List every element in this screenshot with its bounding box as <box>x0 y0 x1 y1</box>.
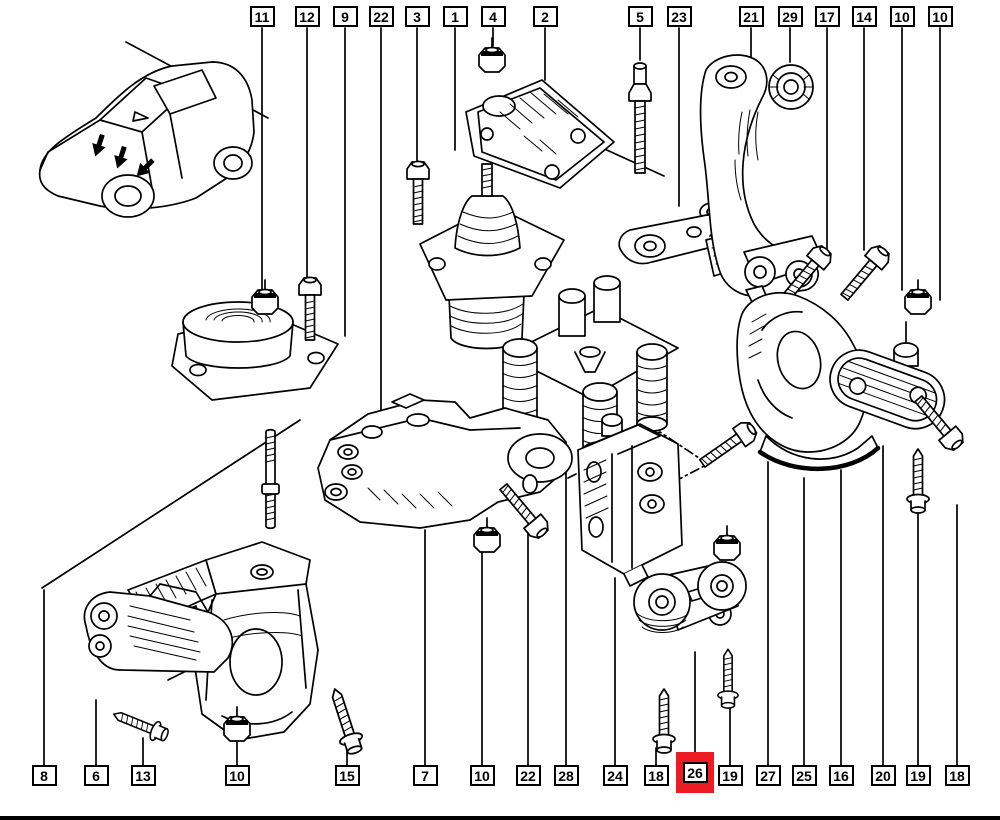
callout-number: 1 <box>451 8 459 25</box>
callout-box: 12 <box>294 6 320 27</box>
callout-box: 19 <box>905 765 931 786</box>
callout-number: 9 <box>341 8 349 25</box>
callout-number: 18 <box>648 767 664 784</box>
hydraulic-mount <box>577 413 683 587</box>
callout-box: 27 <box>755 765 781 786</box>
callout-box: 7 <box>412 765 438 786</box>
callout-number: 16 <box>833 767 849 784</box>
callout-box: 23 <box>666 6 692 27</box>
callout-box: 6 <box>83 765 109 786</box>
callout-box: 13 <box>130 765 156 786</box>
engine-mount <box>419 163 565 350</box>
callout-box: 2 <box>532 6 558 27</box>
callout-box: 24 <box>602 765 628 786</box>
callout-number: 28 <box>558 767 574 784</box>
callout-number: 22 <box>373 8 389 25</box>
callout-number: 22 <box>520 767 536 784</box>
callout-box: 3 <box>404 6 430 27</box>
callout-number: 15 <box>339 767 355 784</box>
bushing-grommet <box>768 64 814 110</box>
callout-box: 20 <box>870 765 896 786</box>
callout-number: 4 <box>489 8 497 25</box>
callout-box: 9 <box>332 6 358 27</box>
callout-box: 1 <box>442 6 468 27</box>
callout-box: 17 <box>814 6 840 27</box>
callout-box: 29 <box>777 6 803 27</box>
callout-number: 5 <box>636 8 644 25</box>
callout-number: 7 <box>421 767 429 784</box>
mount-cover <box>736 285 881 471</box>
callout-number: 14 <box>856 8 872 25</box>
callout-box: 10 <box>469 765 495 786</box>
callout-box: 10 <box>224 765 250 786</box>
callout-number: 3 <box>413 8 421 25</box>
callout-box: 22 <box>368 6 394 27</box>
callout-number: 2 <box>541 8 549 25</box>
location-arrows <box>92 133 155 177</box>
car-illustration <box>38 61 255 218</box>
callout-number: 10 <box>474 767 490 784</box>
callout-box: 8 <box>31 765 57 786</box>
callout-number: 10 <box>932 8 948 25</box>
callout-number: 8 <box>40 767 48 784</box>
callout-box: 28 <box>553 765 579 786</box>
callout-number: 12 <box>299 8 315 25</box>
leader-lines <box>43 27 958 766</box>
callout-number: 19 <box>722 767 738 784</box>
callout-number: 17 <box>819 8 835 25</box>
callout-number: 25 <box>796 767 812 784</box>
callout-box: 18 <box>944 765 970 786</box>
callout-number: 13 <box>135 767 151 784</box>
shackle-link <box>829 321 946 430</box>
mounting-arm <box>83 583 233 673</box>
callout-box: 19 <box>717 765 743 786</box>
callout-box: 22 <box>515 765 541 786</box>
callout-box: 15 <box>334 765 360 786</box>
callout-number: 24 <box>607 767 623 784</box>
rubber-mount-pad <box>171 301 339 401</box>
callout-box: 16 <box>828 765 854 786</box>
callout-number: 10 <box>229 767 245 784</box>
callout-box: 14 <box>851 6 877 27</box>
stud <box>261 428 280 530</box>
callout-number: 6 <box>92 767 100 784</box>
callout-box: 10 <box>927 6 953 27</box>
callout-number: 10 <box>894 8 910 25</box>
callout-box: 21 <box>738 6 764 27</box>
callout-number: 26 <box>682 762 708 783</box>
callout-box: 25 <box>791 765 817 786</box>
long-bolt <box>628 62 652 174</box>
callout-number: 18 <box>949 767 965 784</box>
callout-number: 20 <box>875 767 891 784</box>
callout-number: 21 <box>743 8 759 25</box>
callout-box-highlighted: 26 <box>676 752 714 793</box>
callout-box: 4 <box>480 6 506 27</box>
callout-number: 29 <box>782 8 798 25</box>
callout-number: 27 <box>760 767 776 784</box>
callout-number: 23 <box>671 8 687 25</box>
cover-plate <box>465 79 615 189</box>
callout-number: 11 <box>254 8 270 25</box>
callout-box: 11 <box>249 6 275 27</box>
callout-number: 19 <box>910 767 926 784</box>
callout-box: 18 <box>643 765 669 786</box>
callout-box: 5 <box>627 6 653 27</box>
callout-box: 10 <box>889 6 915 27</box>
torque-link-dogbone <box>633 561 747 633</box>
